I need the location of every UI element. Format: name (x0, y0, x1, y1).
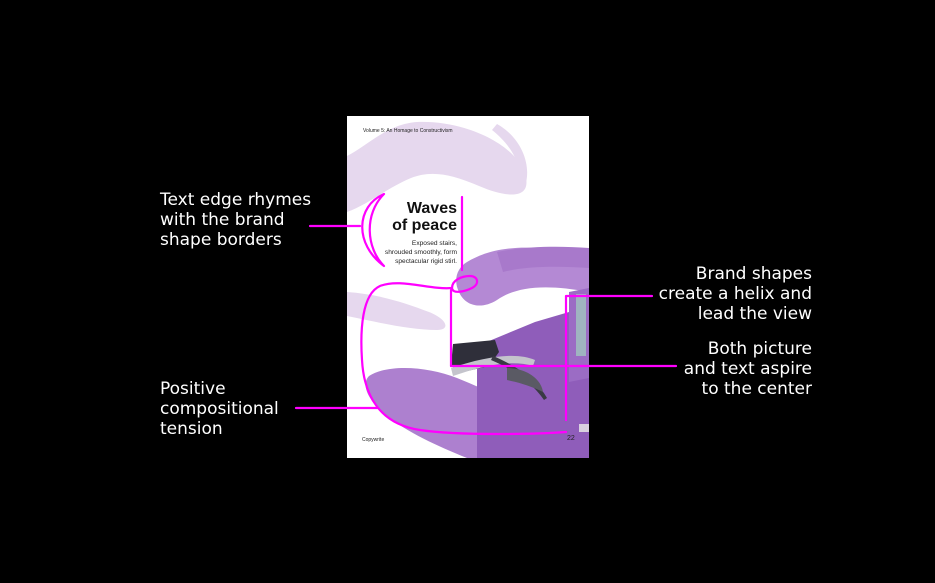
brand-shape-light-right (492, 124, 528, 186)
annotation-brand-shapes-line-2: create a helix and (658, 284, 812, 304)
annotation-tension-line-1: Positive (160, 379, 226, 399)
brand-artwork (347, 121, 589, 458)
annotation-center-line-1: Both picture (707, 339, 812, 359)
annotation-text-edge-line-2: with the brand (160, 210, 285, 230)
annotation-brand-shapes-line-3: lead the view (697, 304, 812, 324)
annotation-text-edge-line-3: shape borders (160, 230, 282, 250)
annotation-center-line-3: to the center (701, 379, 812, 399)
subtitle-line-3: spectacular rigid stirl. (395, 258, 457, 265)
brand-shape-light-mid (347, 292, 446, 330)
headline: Waves of peace (392, 200, 457, 234)
magazine-page: Volume 5: An Homage to Constructivism Wa… (347, 116, 589, 458)
annotation-tension-line-2: compositional (160, 399, 279, 419)
annotation-tension: Positive compositional tension (160, 379, 279, 439)
headline-line-1: Waves (406, 200, 457, 217)
annotation-text-edge: Text edge rhymes with the brand shape bo… (160, 190, 311, 250)
building-window-strip (579, 424, 589, 432)
annotation-center-line-2: and text aspire (683, 359, 812, 379)
subtitle-line-1: Exposed stairs, (411, 240, 457, 247)
subtitle: Exposed stairs, shrouded smoothly, form … (347, 239, 457, 266)
annotation-brand-shapes: Brand shapes create a helix and lead the… (659, 264, 812, 324)
building-window (576, 294, 586, 356)
annotation-text-edge-line-1: Text edge rhymes (160, 190, 312, 210)
headline-line-2: of peace (392, 217, 457, 234)
footer-copywrite: Copywrite (362, 437, 385, 443)
page-number: 22 (567, 435, 575, 442)
annotation-brand-shapes-line-1: Brand shapes (695, 264, 812, 284)
subtitle-line-2: shrouded smoothly, form (384, 249, 457, 256)
annotation-center: Both picture and text aspire to the cent… (684, 339, 812, 399)
brand-shape-violet-upper (497, 246, 589, 272)
volume-label: Volume 5: An Homage to Constructivism (363, 128, 453, 134)
brand-shape-light-top (347, 121, 527, 212)
annotation-tension-line-3: tension (160, 419, 223, 439)
